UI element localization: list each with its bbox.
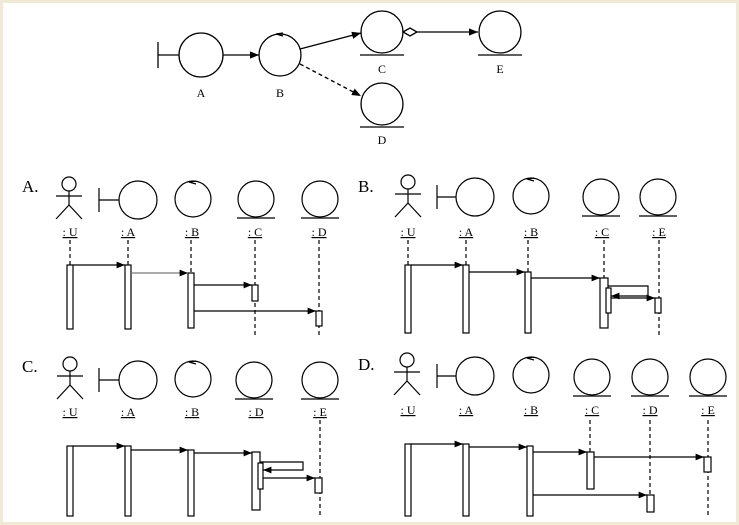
boundary-icon — [436, 356, 495, 396]
actor-icon — [55, 176, 83, 220]
option-C-key: C. — [22, 357, 38, 376]
object-label: : U — [63, 405, 78, 419]
control-icon — [512, 177, 550, 215]
object-label: : D — [249, 405, 264, 419]
activation-bar — [404, 443, 412, 517]
message-arrow — [608, 285, 649, 300]
label-B: B — [276, 86, 284, 100]
label-D: D — [378, 133, 387, 147]
activation-bar — [251, 284, 259, 302]
object-label: : B — [185, 225, 199, 239]
boundary-icon-A — [157, 32, 224, 78]
boundary-icon — [98, 180, 158, 220]
option-D: D. — [358, 352, 727, 517]
activation-bar — [462, 443, 470, 517]
object-label: : B — [524, 225, 538, 239]
object-label: : C — [595, 225, 609, 239]
object-label: : E — [701, 403, 715, 417]
option-C: C. — [22, 356, 339, 517]
dependency-B-D — [299, 63, 362, 97]
entity-icon — [237, 180, 275, 219]
object-label: : U — [63, 225, 78, 239]
entity-icon — [582, 178, 620, 217]
entity-icon — [235, 361, 273, 400]
association-B-C — [299, 31, 362, 50]
entity-icon — [639, 178, 677, 217]
entity-icon-D — [360, 82, 404, 128]
object-label: : E — [313, 405, 327, 419]
boundary-icon — [98, 360, 158, 400]
control-icon-B — [258, 32, 302, 77]
activation-bar — [66, 264, 74, 330]
boundary-icon — [436, 177, 495, 217]
object-label: : A — [459, 403, 474, 417]
actor-icon — [393, 352, 421, 396]
activation-bar — [526, 445, 534, 517]
control-icon — [174, 180, 212, 218]
option-D-key: D. — [358, 355, 375, 374]
object-label: : C — [585, 403, 599, 417]
entity-icon-C — [360, 10, 404, 56]
actor-icon — [394, 174, 422, 218]
activation-bar — [524, 271, 532, 334]
activation-bar — [315, 310, 323, 327]
activation-bar — [646, 494, 655, 513]
object-label: : A — [121, 225, 136, 239]
entity-icon — [631, 358, 669, 397]
entity-icon — [689, 358, 727, 397]
label-C: C — [378, 62, 386, 76]
object-label: : U — [401, 403, 416, 417]
activation-bar — [586, 451, 595, 490]
activation-bar — [314, 477, 323, 494]
activation-bar — [404, 264, 412, 334]
object-label: : A — [459, 225, 474, 239]
aggregation-C-E — [401, 27, 478, 37]
control-icon — [512, 356, 550, 394]
activation-bar — [257, 462, 264, 490]
lifelines — [407, 240, 660, 335]
activation-bar — [124, 445, 132, 517]
entity-icon — [301, 361, 339, 400]
object-label: : U — [401, 225, 416, 239]
actor-icon — [56, 356, 84, 400]
entity-icon-E — [478, 10, 522, 56]
option-A-key: A. — [22, 177, 39, 196]
object-label: : B — [185, 405, 199, 419]
label-E: E — [496, 62, 503, 76]
entity-icon — [573, 358, 611, 397]
object-label: : D — [643, 403, 658, 417]
entity-icon — [301, 180, 339, 219]
activation-bar — [462, 264, 470, 334]
activation-bar — [187, 272, 195, 329]
activation-bar — [124, 264, 132, 330]
activation-bar — [654, 297, 662, 314]
object-label: : B — [524, 403, 538, 417]
message-arrow — [260, 461, 304, 474]
control-icon — [174, 360, 212, 398]
option-A: A. — [22, 176, 339, 336]
object-label: : E — [652, 225, 666, 239]
activation-bar — [605, 287, 612, 314]
activation-bar — [187, 449, 195, 517]
object-label: : D — [312, 225, 327, 239]
activation-bar — [703, 456, 712, 473]
activation-bar — [66, 445, 74, 517]
top-diagram — [157, 10, 522, 128]
label-A: A — [197, 86, 206, 100]
option-B-key: B. — [358, 177, 374, 196]
object-label: : A — [121, 405, 136, 419]
option-B: B. — [358, 174, 677, 335]
object-label: : C — [248, 225, 262, 239]
